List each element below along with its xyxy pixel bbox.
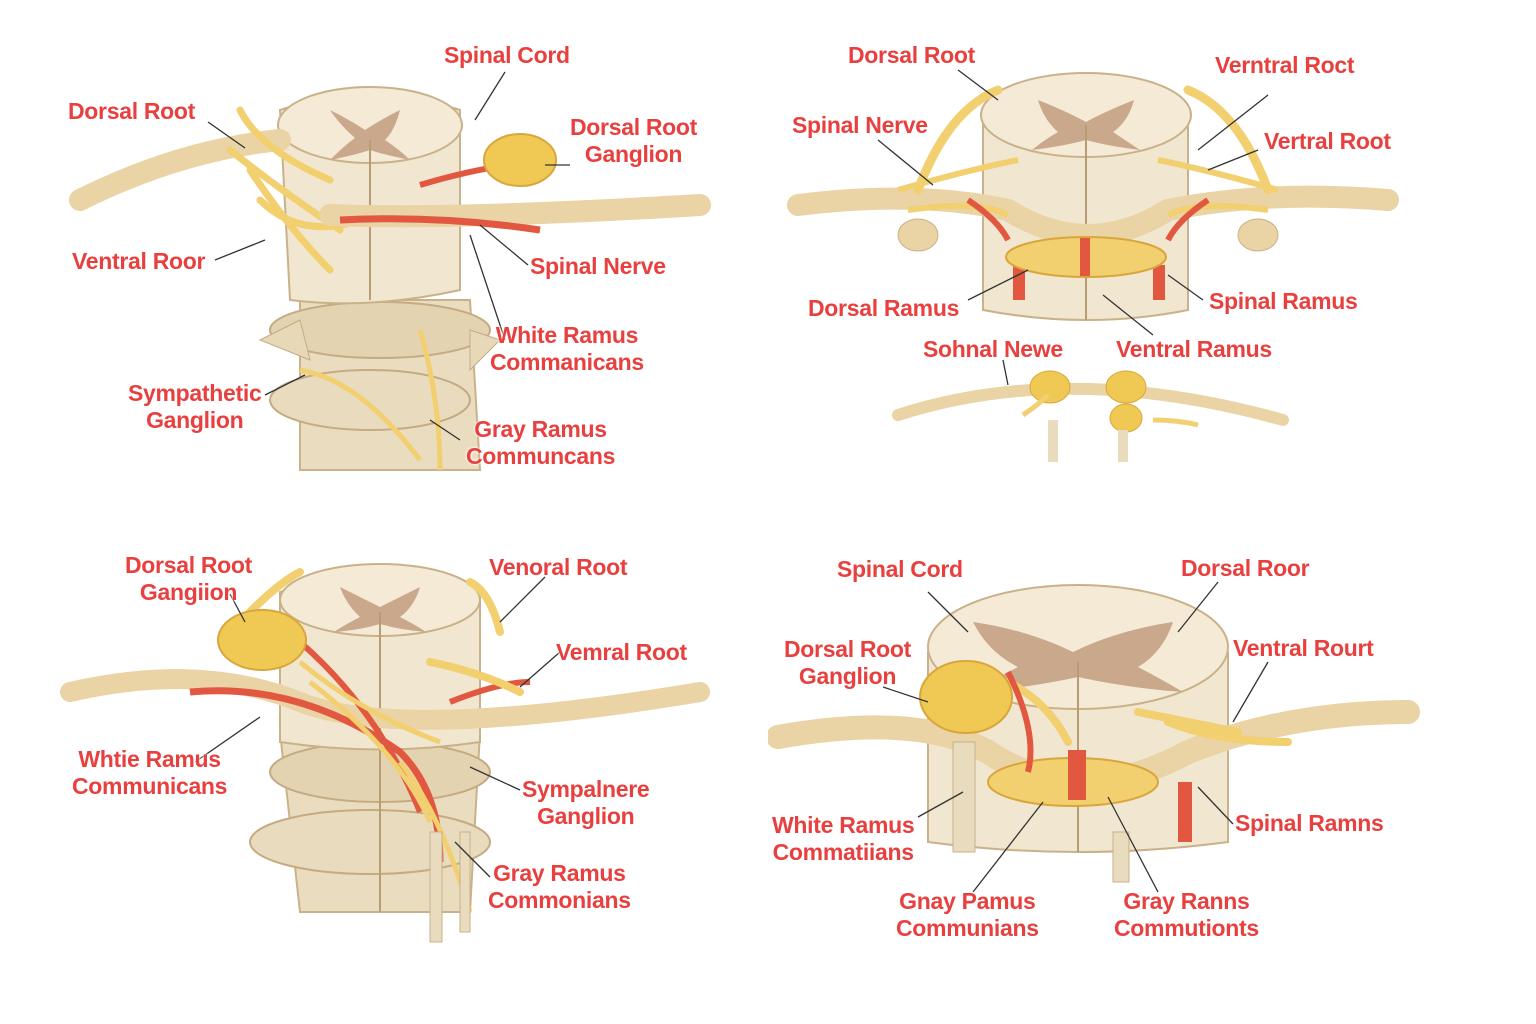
label-sympathetic-ganglion: Sympalnere Ganglion bbox=[522, 776, 650, 829]
panel-top-left: Spinal Cord Dorsal Root Dorsal Root Gang… bbox=[0, 0, 768, 512]
spinal-illustration-3 bbox=[60, 563, 710, 943]
label-dorsal-root-ganglion: Dorsal Root Ganglion bbox=[784, 636, 912, 689]
label-gray-ramus: Gray Ramus Commonians bbox=[488, 860, 631, 913]
label-sympathetic-ganglion: Sympathetic Ganglion bbox=[128, 380, 262, 433]
spinal-illustration-4 bbox=[768, 581, 1420, 893]
label-spinal-ramns: Spinal Ramns bbox=[1235, 810, 1384, 836]
label-verntral-root: Verntral Roct bbox=[1215, 52, 1355, 78]
panel-bottom-left: Dorsal Root Gangiion Venoral Root Vemral… bbox=[0, 512, 768, 1024]
panel-top-right: Dorsal Root Verntral Roct Spinal Nerve V… bbox=[768, 0, 1536, 512]
panel-bottom-right: Spinal Cord Dorsal Roor Dorsal Root Gang… bbox=[768, 512, 1536, 1024]
spinal-illustration-2 bbox=[787, 69, 1399, 462]
label-dorsal-roor: Dorsal Roor bbox=[1181, 555, 1310, 581]
label-dorsal-ramus: Dorsal Ramus bbox=[808, 295, 960, 321]
label-spinal-cord: Spinal Cord bbox=[837, 556, 963, 582]
label-vemral-root: Vemral Root bbox=[556, 639, 687, 665]
label-spinal-cord: Spinal Cord bbox=[444, 42, 570, 68]
label-sohnal-newe: Sohnal Newe bbox=[923, 336, 1063, 362]
label-vertral-root: Vertral Root bbox=[1264, 128, 1391, 154]
label-dorsal-root-ganglion: Dorsal Root Ganglion bbox=[570, 114, 698, 167]
label-dorsal-root: Dorsal Root bbox=[68, 98, 196, 124]
spinal-illustration-1 bbox=[69, 71, 711, 471]
label-white-ramus: White Ramus Commanicans bbox=[490, 322, 644, 375]
label-ventral-root: Ventral Roor bbox=[72, 248, 206, 274]
label-gray-ramus: Gray Ramus Communcans bbox=[466, 416, 616, 469]
label-ventral-rourt: Ventral Rourt bbox=[1233, 635, 1374, 661]
label-spinal-nerve: Spinal Nerve bbox=[530, 253, 666, 279]
label-dorsal-root: Dorsal Root bbox=[848, 42, 976, 68]
label-spinal-nerve: Spinal Nerve bbox=[792, 112, 928, 138]
label-spinal-ramus: Spinal Ramus bbox=[1209, 288, 1358, 314]
label-ventral-ramus: Ventral Ramus bbox=[1116, 336, 1272, 362]
label-dorsal-root-ganglion: Dorsal Root Gangiion bbox=[125, 552, 253, 605]
label-venoral-root: Venoral Root bbox=[489, 554, 628, 580]
label-white-ramus: White Ramus Commatiians bbox=[772, 812, 915, 865]
label-gnay-pamus: Gnay Pamus Communians bbox=[896, 888, 1039, 941]
label-white-ramus: Whtie Ramus Communicans bbox=[72, 746, 228, 799]
label-gray-ranns: Gray Ranns Commutionts bbox=[1114, 888, 1259, 941]
